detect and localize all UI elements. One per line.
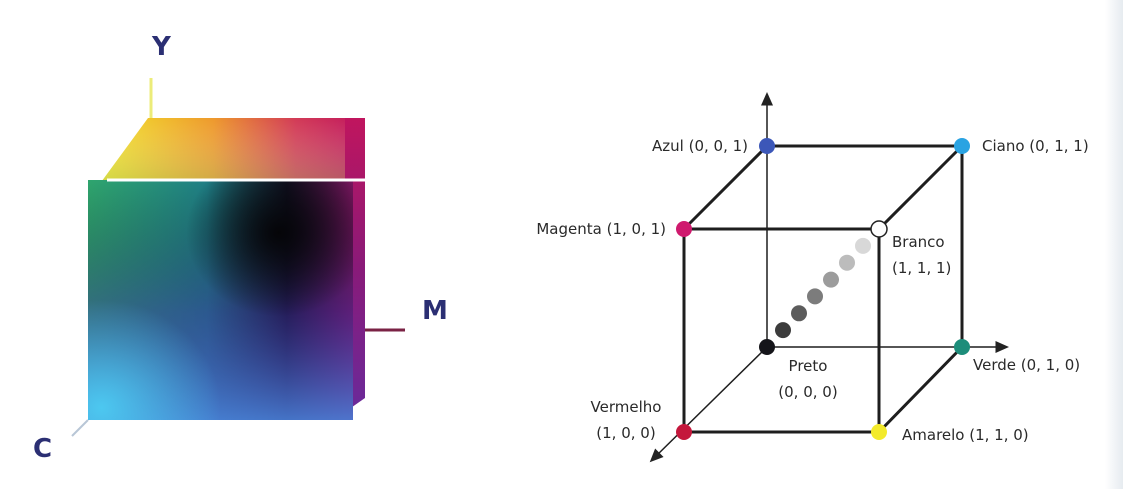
cmy-cube (71, 78, 405, 437)
rgb-labels: Azul (0, 0, 1) Ciano (0, 1, 1) Magenta (… (536, 137, 1088, 444)
label-branco-name: Branco (892, 233, 945, 251)
gray-dot-1 (775, 322, 791, 339)
label-amarelo: Amarelo (1, 1, 0) (902, 426, 1029, 444)
vertex-vermelho-dot (676, 424, 692, 440)
vertex-amarelo-dot (871, 424, 887, 440)
vertex-ciano-dot (954, 138, 970, 154)
vertex-verde-dot (954, 339, 970, 355)
label-vermelho-coords: (1, 0, 0) (596, 424, 655, 442)
label-branco-coords: (1, 1, 1) (892, 259, 951, 277)
cmy-axis-label-c: C (33, 434, 53, 464)
vertex-branco-dot (870, 220, 888, 238)
gray-dot-5 (839, 254, 855, 271)
rgb-cube (649, 92, 1009, 463)
c-axis-stub (71, 419, 89, 437)
gray-diagonal (775, 237, 871, 339)
rgb-cube-front-face (682, 227, 881, 434)
gray-dot-6 (855, 237, 871, 254)
gray-dot-3 (807, 288, 823, 305)
label-verde: Verde (0, 1, 0) (973, 356, 1080, 374)
scan-edge-shade (1105, 0, 1123, 489)
gray-dot-2 (791, 305, 807, 322)
cmy-axis-label-m: M (422, 296, 448, 326)
label-vermelho-name: Vermelho (591, 398, 662, 416)
cmy-axis-label-y: Y (152, 32, 171, 62)
vertex-azul-dot (759, 138, 775, 154)
label-preto-coords: (0, 0, 0) (778, 383, 837, 401)
red-axis-arrow (649, 346, 768, 463)
vertex-magenta-dot (676, 221, 692, 237)
rgb-vertices (676, 138, 970, 440)
label-magenta: Magenta (1, 0, 1) (536, 220, 666, 238)
label-ciano: Ciano (0, 1, 1) (982, 137, 1089, 155)
label-preto-name: Preto (789, 357, 828, 375)
label-azul: Azul (0, 0, 1) (652, 137, 748, 155)
gray-dot-4 (823, 271, 839, 288)
vertex-preto-dot (759, 339, 775, 355)
